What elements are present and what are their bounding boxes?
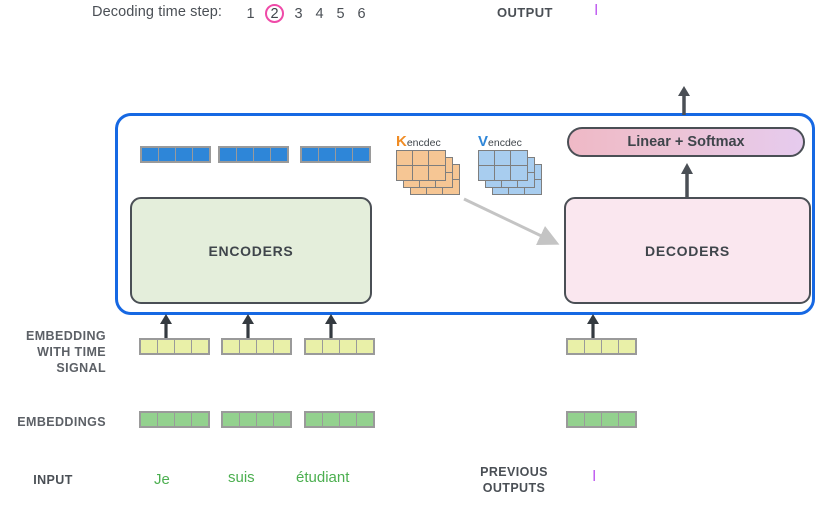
decoding-step-1[interactable]: 1	[246, 5, 255, 22]
vector-cell	[306, 340, 322, 353]
encoder-output-vector-1	[140, 146, 211, 163]
vector-cell	[340, 413, 356, 426]
output-label: OUTPUT	[497, 5, 553, 20]
decoding-step-5[interactable]: 5	[336, 5, 345, 22]
vector-cell	[619, 340, 635, 353]
label-line: SIGNAL	[56, 361, 106, 375]
vector-cell	[568, 340, 584, 353]
vector-cell	[319, 148, 335, 161]
vector-cell	[192, 340, 208, 353]
vector-cell	[357, 413, 373, 426]
vector-cell	[254, 148, 270, 161]
encoders-box[interactable]: ENCODERS	[130, 197, 372, 304]
encoder-output-vector-2	[218, 146, 289, 163]
v-matrix-stack	[478, 150, 544, 196]
k-encdec-label: Kencdec	[396, 133, 441, 150]
linear-softmax-box[interactable]: Linear + Softmax	[567, 127, 805, 157]
vector-cell	[158, 340, 174, 353]
encdec-attention-block: Kencdec Vencdec	[396, 133, 544, 196]
vector-cell	[568, 413, 584, 426]
vector-cell	[274, 413, 290, 426]
embedding-vector-3	[304, 411, 375, 428]
decoding-step-list: 1 2 3 4 5 6	[243, 4, 369, 23]
decoding-step-4[interactable]: 4	[315, 5, 324, 22]
encoder-output-vector-3	[300, 146, 371, 163]
time-signal-vector-3	[304, 338, 375, 355]
vector-cell	[141, 340, 157, 353]
previous-outputs-label: PREVIOUS OUTPUTS	[455, 464, 573, 496]
time-signal-vector-2	[221, 338, 292, 355]
embeddings-label: EMBEDDINGS	[17, 415, 106, 429]
model-container	[115, 113, 815, 315]
vector-cell	[175, 340, 191, 353]
input-label: INPUT	[33, 473, 73, 487]
vector-cell	[240, 413, 256, 426]
vector-cell	[602, 340, 618, 353]
output-token: I	[594, 2, 599, 19]
vector-cell	[271, 148, 287, 161]
vector-cell	[585, 340, 601, 353]
label-line: PREVIOUS	[480, 465, 548, 479]
time-signal-vector-decoder	[566, 338, 637, 355]
embedding-vector-decoder	[566, 411, 637, 428]
v-encdec-label: Vencdec	[478, 133, 522, 150]
vector-cell	[220, 148, 236, 161]
embedding-vector-1	[139, 411, 210, 428]
label-line: WITH TIME	[37, 345, 106, 359]
vector-cell	[274, 340, 290, 353]
vector-cell	[192, 413, 208, 426]
input-token-1: Je	[154, 471, 170, 488]
decoding-step-2-active[interactable]: 2	[265, 4, 284, 23]
vector-cell	[237, 148, 253, 161]
vector-cell	[336, 148, 352, 161]
vector-cell	[159, 148, 175, 161]
embedding-arrow-icon-3	[325, 314, 337, 339]
vector-cell	[158, 413, 174, 426]
embedding-arrow-icon-1	[160, 314, 172, 339]
embedding-vector-2	[221, 411, 292, 428]
vector-cell	[323, 340, 339, 353]
vector-cell	[323, 413, 339, 426]
decoding-time-step-label: Decoding time step:	[92, 4, 223, 20]
vector-cell	[602, 413, 618, 426]
previous-output-token: I	[592, 468, 597, 485]
encdec-to-decoder-arrow-icon	[463, 197, 560, 246]
vector-cell	[141, 413, 157, 426]
k-encdec-group: Kencdec	[396, 133, 462, 196]
vector-cell	[585, 413, 601, 426]
decoders-box[interactable]: DECODERS	[564, 197, 811, 304]
decoder-to-linear-arrow-icon	[681, 163, 693, 198]
vector-cell	[302, 148, 318, 161]
vector-cell	[223, 413, 239, 426]
matrix-sheet	[396, 150, 446, 181]
output-arrow-icon	[678, 86, 690, 115]
k-matrix-stack	[396, 150, 462, 196]
vector-cell	[257, 413, 273, 426]
v-encdec-group: Vencdec	[478, 133, 544, 196]
embedding-arrow-icon-4	[587, 314, 599, 339]
matrix-sheet	[478, 150, 528, 181]
vector-cell	[223, 340, 239, 353]
label-line: OUTPUTS	[482, 481, 546, 495]
vector-cell	[340, 340, 356, 353]
vector-cell	[619, 413, 635, 426]
embedding-time-signal-label: EMBEDDING WITH TIME SIGNAL	[0, 328, 106, 376]
vector-cell	[257, 340, 273, 353]
vector-cell	[353, 148, 369, 161]
time-signal-vector-1	[139, 338, 210, 355]
decoding-step-6[interactable]: 6	[357, 5, 366, 22]
vector-cell	[175, 413, 191, 426]
vector-cell	[240, 340, 256, 353]
input-token-2: suis	[228, 469, 255, 486]
vector-cell	[193, 148, 209, 161]
input-token-3: étudiant	[296, 469, 350, 486]
vector-cell	[306, 413, 322, 426]
vector-cell	[357, 340, 373, 353]
vector-cell	[176, 148, 192, 161]
label-line: EMBEDDING	[26, 329, 106, 343]
vector-cell	[142, 148, 158, 161]
embedding-arrow-icon-2	[242, 314, 254, 339]
decoding-step-3[interactable]: 3	[294, 5, 303, 22]
